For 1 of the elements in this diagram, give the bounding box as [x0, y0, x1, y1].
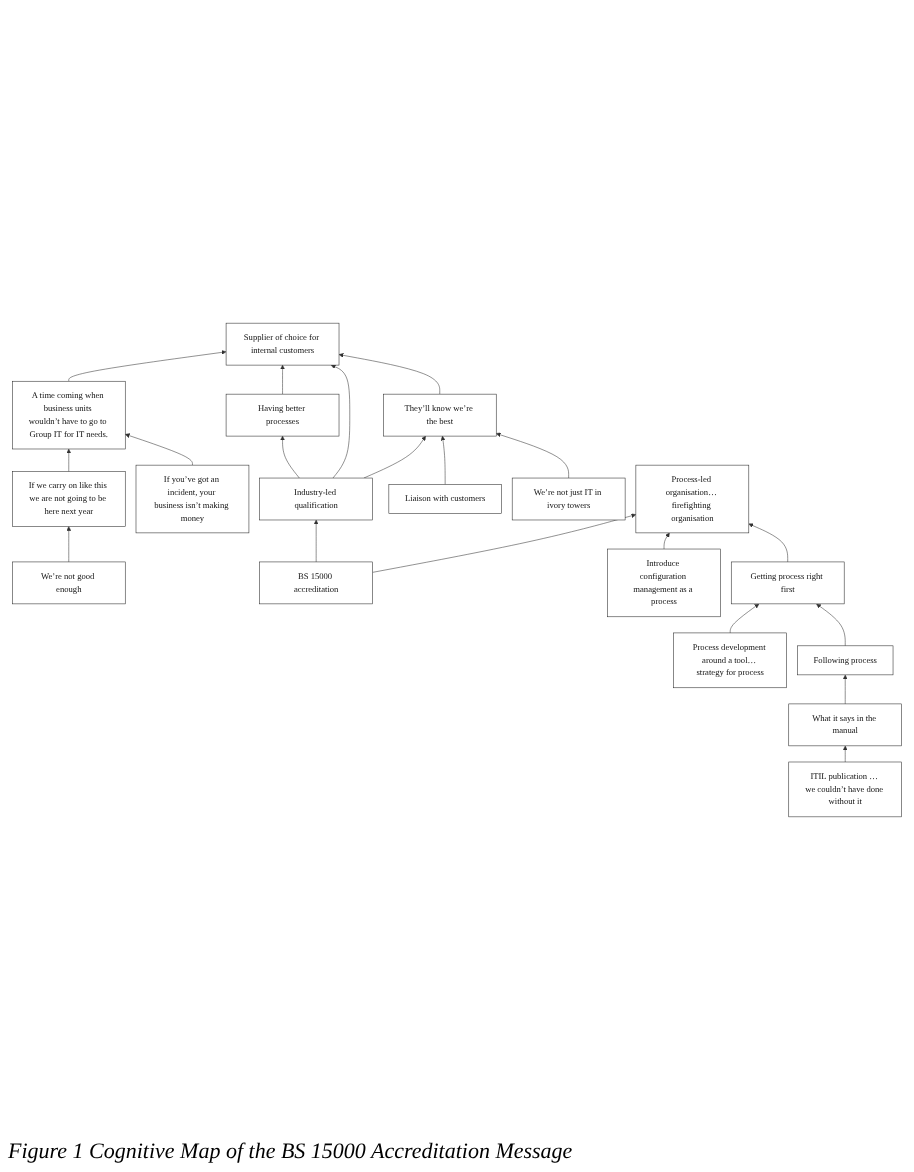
figure-caption: Figure 1 Cognitive Map of the BS 15000 Accreditation Message — [8, 1140, 575, 1164]
